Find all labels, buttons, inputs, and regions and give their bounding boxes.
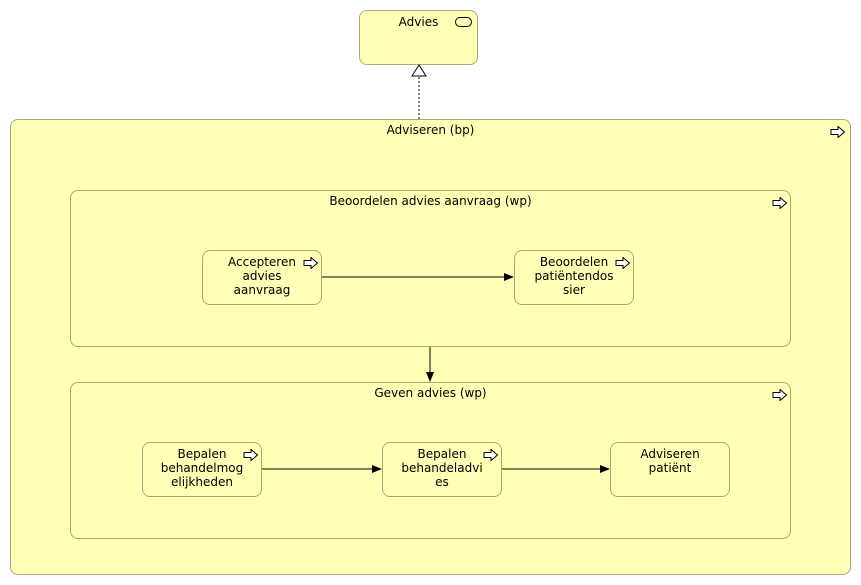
group-label: Geven advies (wp)	[374, 386, 487, 400]
process-label: Adviseren (bp)	[386, 123, 475, 137]
service-label: Advies	[398, 15, 439, 29]
step-label: Bepalen behandeladvi es	[401, 447, 483, 489]
process-arrow-icon	[772, 389, 788, 401]
process-arrow-icon	[483, 449, 499, 461]
process-arrow-icon	[615, 257, 631, 269]
step-bepalen-behandeladvies[interactable]: Bepalen behandeladvi es	[382, 442, 502, 497]
process-arrow-icon	[772, 197, 788, 209]
service-icon	[455, 17, 472, 27]
step-label: Adviseren patiënt	[640, 447, 700, 475]
realization-arrowhead	[411, 64, 427, 77]
step-label: Bepalen behandelmog elijkheden	[160, 447, 244, 489]
step-label: Accepteren advies aanvraag	[228, 255, 296, 297]
step-accepteren-advies-aanvraag[interactable]: Accepteren advies aanvraag	[202, 250, 322, 305]
process-arrow-icon	[303, 257, 319, 269]
process-arrow-icon	[243, 449, 259, 461]
step-beoordelen-patientendossier[interactable]: Beoordelen patiëntendos sier	[514, 250, 634, 305]
step-bepalen-behandelmogelijkheden[interactable]: Bepalen behandelmog elijkheden	[142, 442, 262, 497]
step-label: Beoordelen patiëntendos sier	[534, 255, 614, 297]
step-adviseren-patient[interactable]: Adviseren patiënt	[610, 442, 730, 497]
group-beoordelen-advies-aanvraag[interactable]: Beoordelen advies aanvraag (wp)	[70, 190, 791, 347]
group-label: Beoordelen advies aanvraag (wp)	[329, 194, 532, 208]
service-advies[interactable]: Advies	[359, 10, 478, 65]
process-arrow-icon	[830, 126, 846, 138]
